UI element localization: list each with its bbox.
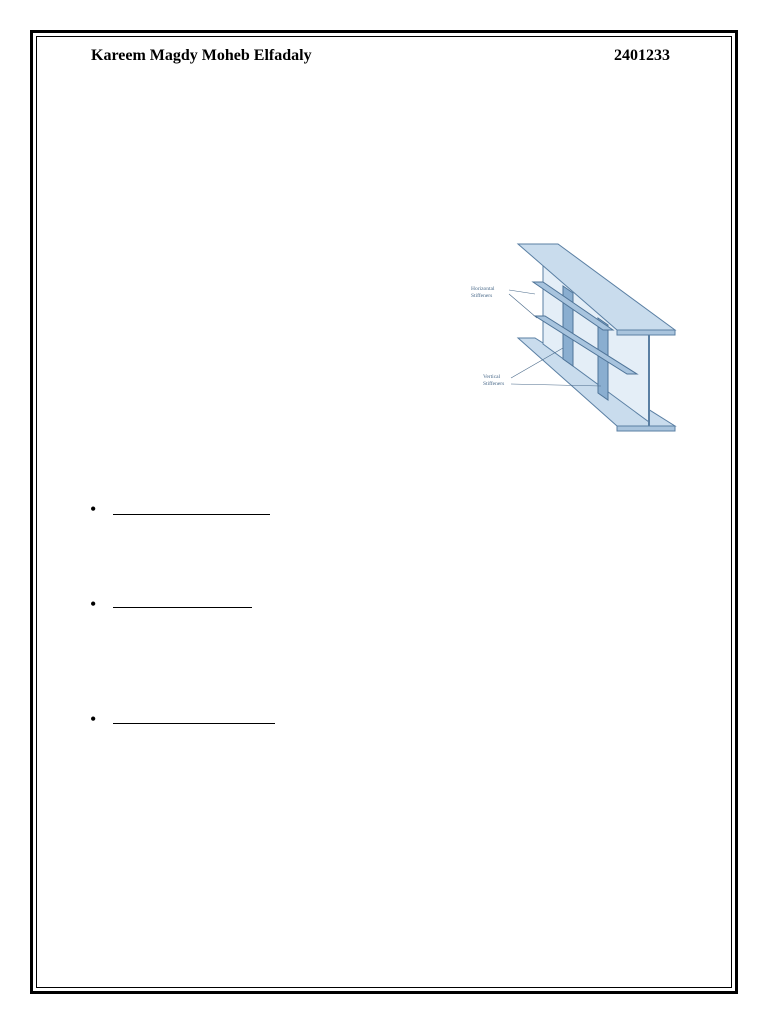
bottom-flange-edge	[616, 425, 676, 432]
student-id: 2401233	[614, 47, 670, 64]
label-horizontal-1: Horizontal	[471, 286, 495, 292]
label-vertical-1: Vertical	[483, 374, 501, 380]
leader-horizontal-b	[508, 293, 538, 319]
horizontal-stiffener-2	[533, 315, 639, 375]
bullet-2-underline	[113, 607, 252, 608]
page-border-outer	[30, 30, 738, 994]
top-flange-edge	[616, 329, 676, 336]
plate-girder-stiffeners-figure: Horizontal Stiffeners Vertical Stiffener…	[463, 238, 679, 438]
leader-vertical-b	[510, 383, 602, 387]
bullet-2-marker: •	[90, 594, 97, 614]
bullet-3-underline	[113, 723, 275, 724]
leader-horizontal-a	[508, 289, 536, 295]
bullet-1-underline	[113, 514, 270, 515]
bullet-3-marker: •	[90, 709, 97, 729]
label-horizontal-2: Stiffeners	[471, 292, 492, 299]
bullet-1-marker: •	[90, 499, 97, 519]
horizontal-stiffener-1	[531, 281, 615, 331]
plate-girder-diagram: Horizontal Stiffeners Vertical Stiffener…	[471, 243, 677, 432]
page-border-inner	[36, 36, 732, 988]
label-vertical-2: Stiffeners	[483, 380, 504, 387]
author-name: Kareem Magdy Moheb Elfadaly	[91, 47, 312, 64]
leader-vertical-a	[510, 347, 564, 379]
